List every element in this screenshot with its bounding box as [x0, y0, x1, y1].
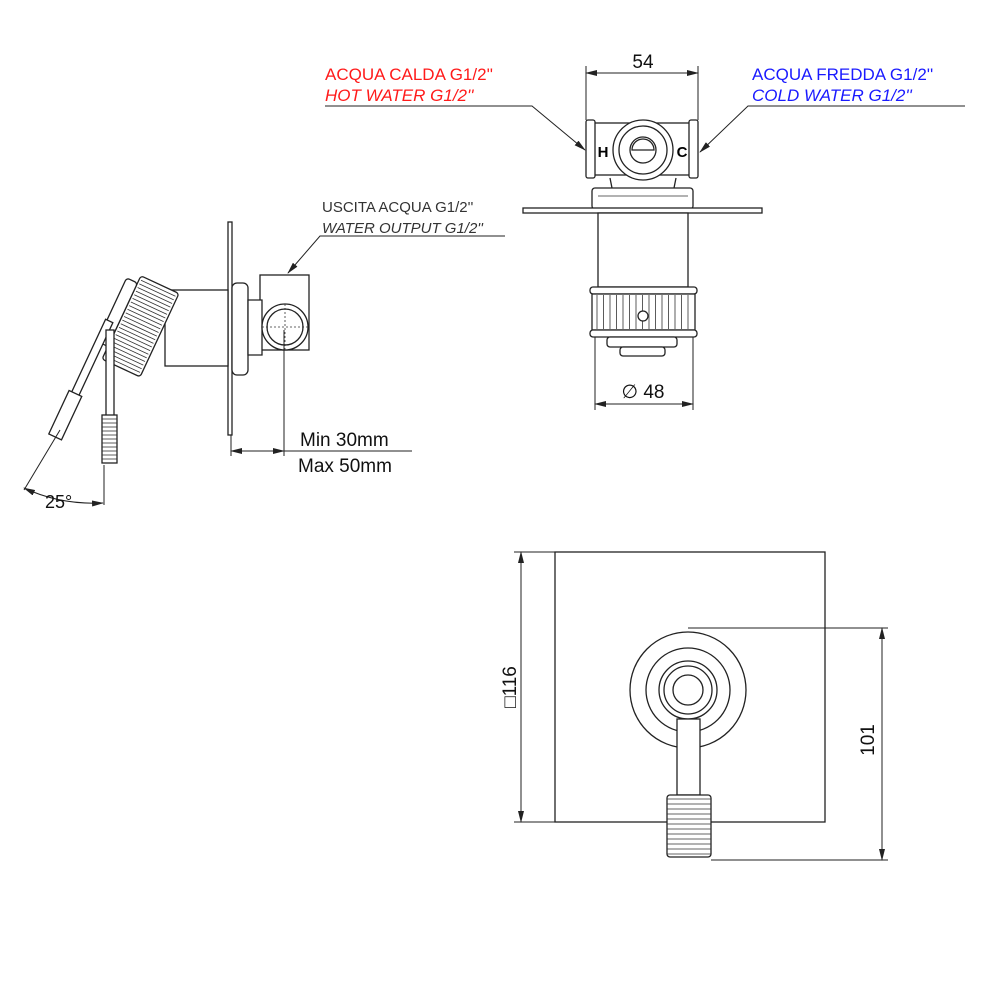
cold-water-label-it: ACQUA FREDDA G1/2''	[752, 65, 933, 84]
width-dimension: 54	[632, 52, 654, 73]
lever-upright	[105, 329, 115, 421]
water-output-label-it: USCITA ACQUA G1/2''	[322, 199, 473, 216]
wall-plate-top	[522, 207, 763, 214]
valve-body	[597, 212, 689, 288]
max-depth: Max 50mm	[298, 456, 392, 477]
hot-water-label-it: ACQUA CALDA G1/2''	[325, 65, 493, 84]
top-view: 54 H C ∅ 48	[522, 52, 763, 410]
hatch-line	[127, 308, 163, 326]
hatch-line	[135, 290, 171, 308]
hot-water-callout: ACQUA CALDA G1/2'' HOT WATER G1/2''	[325, 65, 586, 151]
hatch-line	[139, 283, 174, 301]
hatch-line	[140, 279, 176, 297]
hot-marker: H	[598, 144, 609, 161]
cold-water-callout: ACQUA FREDDA G1/2'' COLD WATER G1/2''	[699, 65, 965, 153]
hatch-line	[118, 326, 154, 344]
min-depth: Min 30mm	[300, 430, 389, 451]
lever-tilted	[47, 318, 114, 441]
lever-grip	[666, 794, 712, 858]
hatch-line	[130, 301, 166, 319]
outlet-connector	[261, 303, 309, 351]
height-dimension: 101	[858, 724, 879, 756]
angle-dimension: 25°	[45, 492, 72, 512]
water-output-label-en: WATER OUTPUT G1/2''	[322, 220, 484, 237]
hatch-line	[122, 319, 158, 337]
hot-inlet	[585, 119, 596, 179]
cold-marker: C	[677, 144, 688, 161]
hatch-line	[129, 305, 164, 323]
hatch-line	[117, 330, 152, 348]
valve-body-side	[164, 289, 229, 367]
output-leader-line	[287, 235, 505, 274]
diameter-dimension: ∅ 48	[622, 382, 665, 403]
hatch-line	[110, 345, 146, 362]
hot-water-label-en: HOT WATER G1/2''	[325, 86, 474, 105]
plate-size-dimension: □116	[500, 666, 521, 708]
cold-leader-line	[699, 105, 965, 153]
side-view: USCITA ACQUA G1/2'' WATER OUTPUT G1/2'' …	[23, 199, 505, 512]
hatch-line	[120, 323, 156, 341]
hot-leader-line	[325, 105, 586, 151]
hatch-line	[134, 294, 169, 312]
cold-inlet	[688, 119, 699, 179]
cold-water-label-en: COLD WATER G1/2''	[752, 86, 913, 105]
hatch-line	[123, 316, 159, 333]
hatch-line	[125, 312, 161, 330]
front-view: □116 101	[500, 551, 888, 861]
hatch-line	[132, 297, 168, 315]
hatch-line	[112, 341, 147, 359]
hatch-line	[113, 337, 149, 355]
lever-front	[676, 718, 701, 796]
hatch-line	[115, 334, 151, 352]
hatch-line	[137, 287, 173, 304]
